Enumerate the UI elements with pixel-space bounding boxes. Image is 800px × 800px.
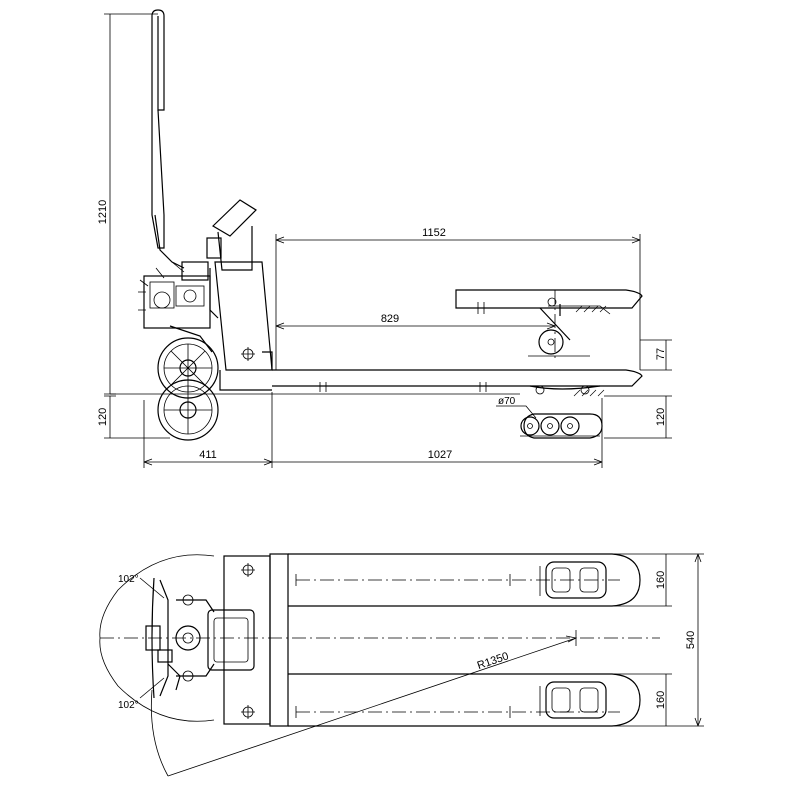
dim-roller-diameter: ø70 (496, 396, 537, 419)
turning-radius-text: R1350 (476, 650, 511, 672)
dim-frame-height-text: 120 (97, 408, 109, 426)
top-handle (145, 577, 181, 699)
dim-fork-length-text: 1027 (428, 449, 452, 461)
dim-platform-length: 1152 (275, 227, 641, 370)
steer-wheel-lowered (157, 379, 219, 441)
hydraulic-pump (138, 261, 213, 353)
side-view: 1210 120 411 1027 1152 829 (97, 9, 672, 468)
top-view: 102° 102° R1350 160 160 540 (99, 553, 704, 777)
dim-frame-height: 120 (97, 395, 170, 439)
load-roller-raised (528, 290, 611, 360)
dim-roller-diameter-text: ø70 (498, 396, 516, 407)
dim-overall-height: 1210 (97, 13, 158, 395)
top-chassis (223, 553, 289, 727)
dim-fork-reach: 829 (275, 313, 556, 330)
steer-angle-bottom-text: 102° (118, 700, 139, 711)
top-fork-lower (288, 673, 641, 727)
dim-handle-offset-text: 411 (199, 449, 217, 461)
dim-fork-width-top-text: 160 (655, 571, 667, 589)
dim-fork-height: 120 (604, 395, 672, 439)
fork-lowered (272, 369, 643, 392)
dim-platform-length-text: 1152 (422, 227, 446, 239)
turning-radius: R1350 (167, 635, 578, 777)
top-scale-head (175, 594, 255, 682)
dim-lift-height-text: 77 (655, 348, 667, 360)
dim-fork-height-text: 120 (655, 408, 667, 426)
steering-arcs: 102° 102° (99, 554, 215, 777)
dim-fork-width-bottom: 160 (612, 673, 704, 727)
steer-angle-top-text: 102° (118, 574, 139, 585)
load-roller-lowered (520, 385, 605, 439)
dim-fork-length: 1027 (272, 398, 603, 468)
dim-fork-width-bottom-text: 160 (655, 691, 667, 709)
top-centre-lines (100, 574, 660, 718)
dim-fork-reach-text: 829 (381, 313, 399, 325)
dim-fork-width-top: 160 (612, 553, 704, 607)
dim-overall-width: 540 (685, 553, 702, 727)
fork-raised (455, 289, 643, 314)
dim-overall-height-text: 1210 (97, 200, 109, 224)
dim-handle-offset: 411 (143, 392, 273, 468)
dim-overall-width-text: 540 (685, 631, 697, 649)
dim-lift-height: 77 (640, 339, 672, 371)
handle (151, 9, 185, 269)
chassis-frame (209, 261, 273, 391)
scale-display-head (206, 199, 257, 271)
